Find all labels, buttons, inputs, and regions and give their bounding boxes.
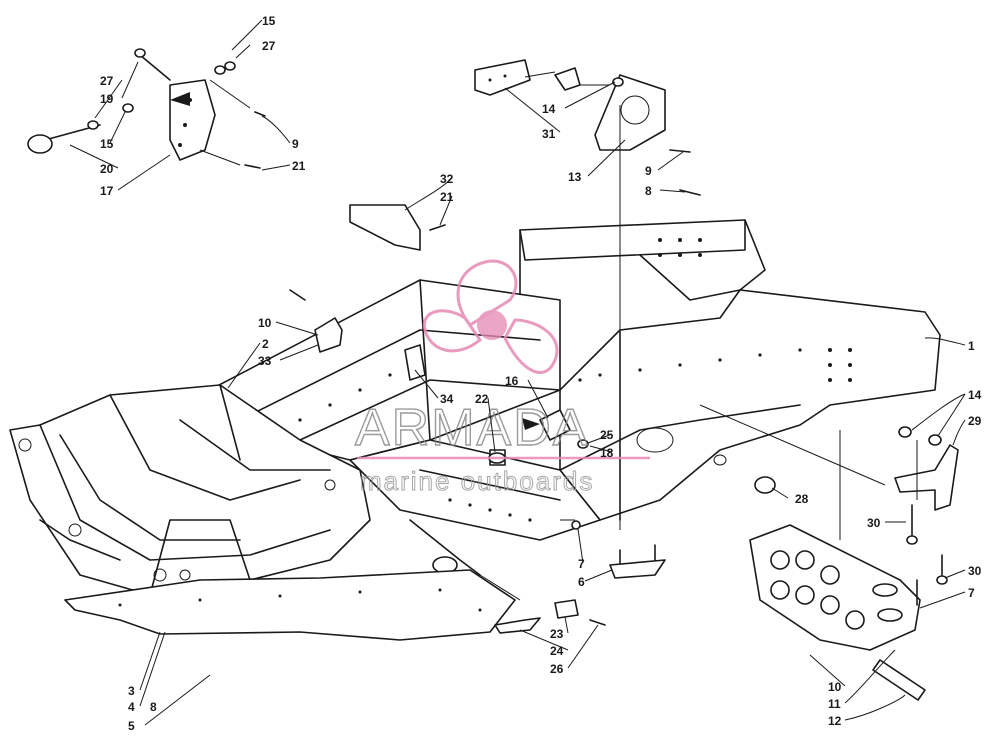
callout-3: 3 bbox=[128, 684, 135, 698]
watermark-tagline: marine outboards bbox=[360, 466, 594, 496]
callout-2: 2 bbox=[262, 337, 269, 351]
callout-17: 17 bbox=[100, 184, 114, 198]
rivets-6-7 bbox=[571, 520, 666, 579]
callout-30: 30 bbox=[968, 564, 982, 578]
callout-24: 24 bbox=[550, 644, 564, 658]
callout-15: 15 bbox=[100, 137, 114, 151]
rear-bracket-13 bbox=[474, 59, 701, 196]
leader-lines bbox=[69, 19, 966, 726]
parts-23-24-26 bbox=[494, 599, 606, 634]
callout-21: 21 bbox=[292, 159, 306, 173]
skid-plate-assembly bbox=[749, 426, 959, 701]
callout-7: 7 bbox=[578, 557, 585, 571]
callout-22: 22 bbox=[475, 392, 489, 406]
belly-pan bbox=[64, 569, 516, 641]
callout-8: 8 bbox=[645, 184, 652, 198]
callout-33: 33 bbox=[258, 354, 272, 368]
callout-4: 4 bbox=[128, 700, 135, 714]
brackets-33-34 bbox=[289, 289, 426, 381]
callout-15: 15 bbox=[262, 14, 276, 28]
callout-19: 19 bbox=[100, 92, 114, 106]
callout-14: 14 bbox=[542, 102, 556, 116]
callout-6: 6 bbox=[578, 575, 585, 589]
armada-watermark: ARMADA marine outboards bbox=[354, 259, 650, 497]
callout-10: 10 bbox=[258, 316, 272, 330]
callout-21: 21 bbox=[440, 190, 454, 204]
callout-23: 23 bbox=[550, 627, 564, 641]
callout-7: 7 bbox=[968, 586, 975, 600]
callout-27: 27 bbox=[262, 39, 276, 53]
callout-32: 32 bbox=[440, 172, 454, 186]
callout-labels: 15 27 27 19 15 20 17 9 21 32 21 14 31 13… bbox=[100, 14, 982, 733]
grommet-28 bbox=[754, 476, 776, 494]
callout-31: 31 bbox=[542, 127, 556, 141]
callout-26: 26 bbox=[550, 662, 564, 676]
callout-25: 25 bbox=[600, 428, 614, 442]
callout-34: 34 bbox=[440, 392, 454, 406]
callout-10: 10 bbox=[828, 680, 842, 694]
callout-18: 18 bbox=[600, 446, 614, 460]
callout-16: 16 bbox=[505, 374, 519, 388]
watermark-brand: ARMADA bbox=[355, 399, 589, 457]
callout-13: 13 bbox=[568, 170, 582, 184]
callout-29: 29 bbox=[968, 414, 982, 428]
callout-20: 20 bbox=[100, 162, 114, 176]
callout-9: 9 bbox=[645, 164, 652, 178]
callout-14: 14 bbox=[968, 388, 982, 402]
steering-bracket-assembly bbox=[27, 48, 266, 169]
main-frame-chassis bbox=[9, 219, 941, 596]
callout-1: 1 bbox=[968, 339, 975, 353]
callout-28: 28 bbox=[795, 492, 809, 506]
rivet-holes bbox=[298, 238, 852, 522]
propeller-logo-icon bbox=[422, 259, 559, 374]
callout-8: 8 bbox=[150, 700, 157, 714]
callout-30: 30 bbox=[867, 516, 881, 530]
plate-32 bbox=[349, 204, 446, 251]
callout-12: 12 bbox=[828, 714, 842, 728]
callout-9: 9 bbox=[292, 137, 299, 151]
callout-11: 11 bbox=[828, 697, 841, 711]
callout-27: 27 bbox=[100, 74, 114, 88]
callout-5: 5 bbox=[128, 719, 135, 733]
